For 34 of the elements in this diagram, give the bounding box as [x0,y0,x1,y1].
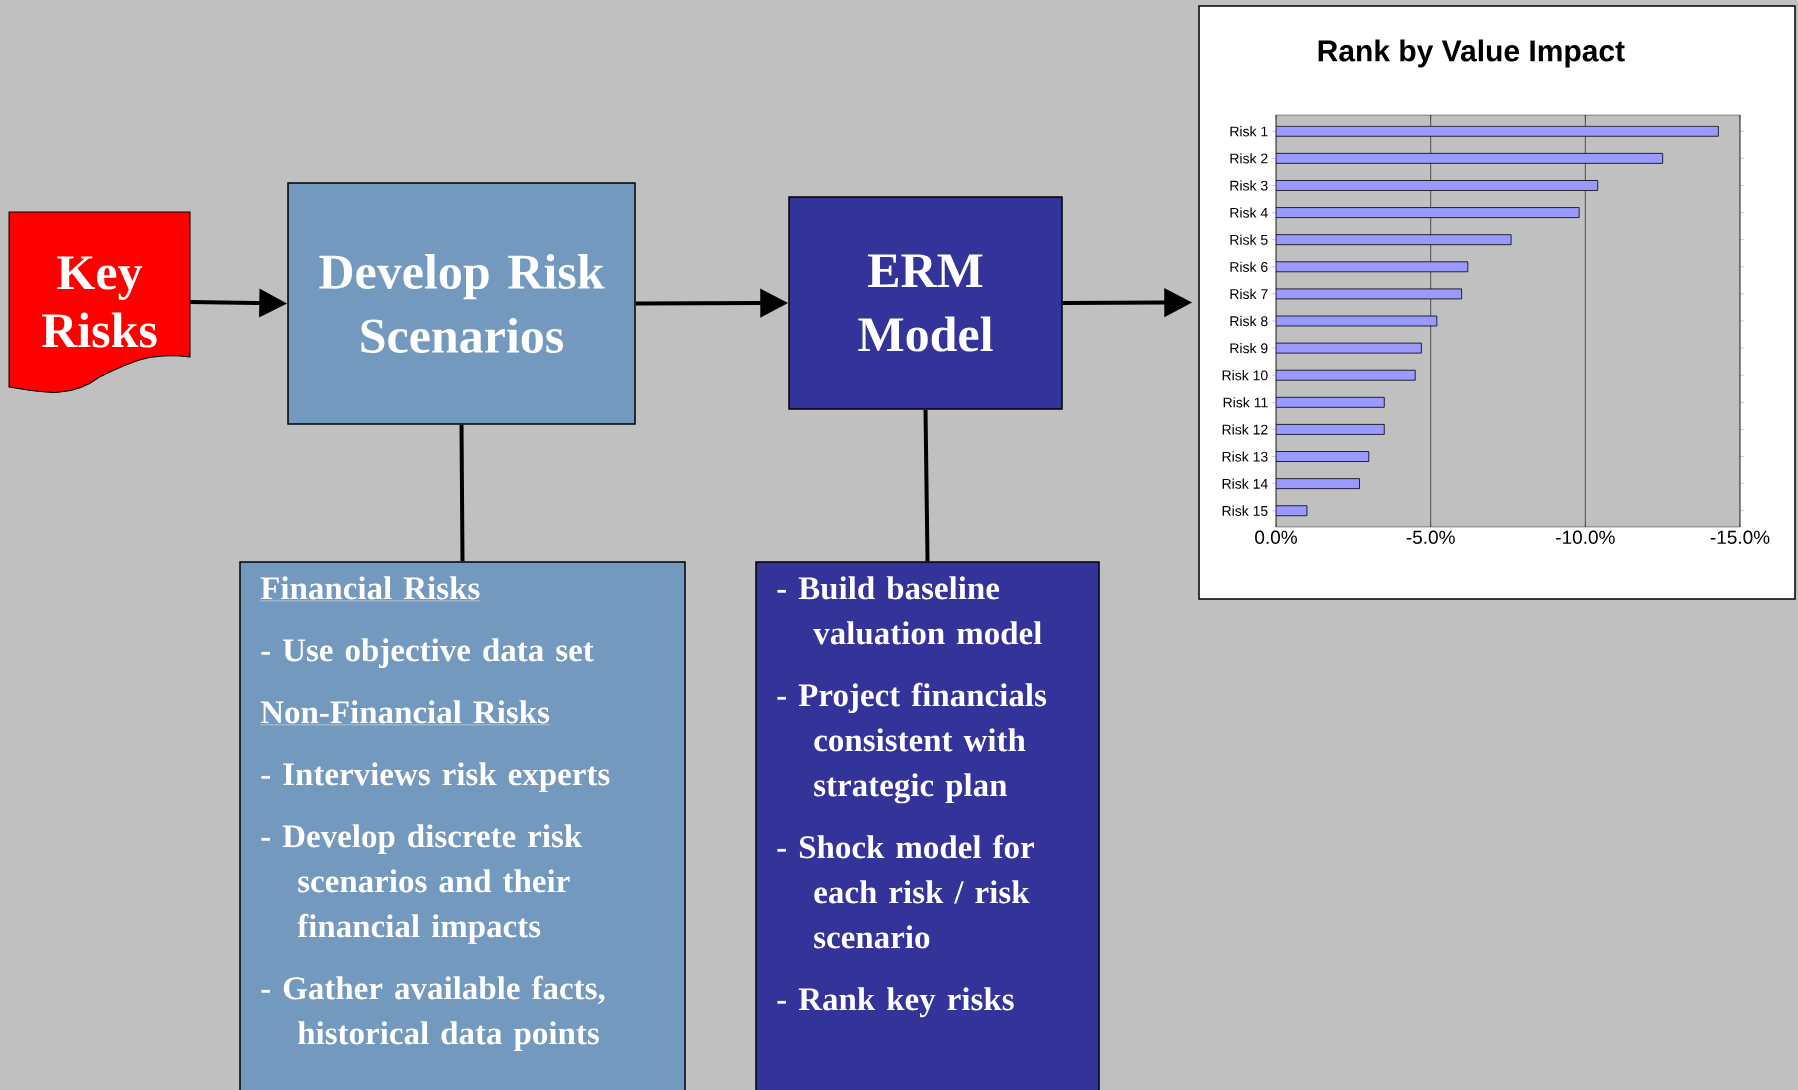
process-box: Develop Risk Scenarios [287,182,636,425]
bullet-text: - Project financials consistent with strategic plan [777,682,1047,804]
y-tick-label: Risk 1 [1230,126,1268,137]
y-tick-label: Risk 15 [1222,505,1268,516]
y-tick-label: Risk 5 [1230,234,1268,245]
process-box: ERM Model [788,196,1063,410]
y-tick-label: Risk 3 [1230,180,1268,191]
bullet-text: - Develop discrete risk scenarios and their financial impacts [261,824,583,945]
y-tick-label: Risk 6 [1230,261,1268,272]
y-tick-label: Risk 13 [1222,451,1268,462]
bullet-text: - Shock model for each risk / risk scenario [777,834,1034,949]
y-tick-label: Risk 2 [1230,153,1268,164]
y-tick-label: Risk 11 [1223,397,1268,408]
y-tick-label: Risk 8 [1230,315,1268,327]
chart-title: Rank by Value Impact [1318,39,1625,68]
bullet-text: - Build baseline valuation model [777,576,1042,645]
x-tick-label: -15.0% [1710,530,1770,544]
y-tick-label: Risk 7 [1230,288,1268,300]
heading: Financial Risks [260,576,481,601]
y-tick-label: Risk 10 [1222,370,1268,381]
bullet-text: - Rank key risks [777,987,1014,1018]
y-tick-label: Risk 14 [1222,478,1268,489]
y-tick-label: Risk 4 [1230,207,1268,218]
connector-line [459,424,465,562]
heading: Non-Financial Risks [260,700,551,725]
bullet-text: - Use objective data set [261,638,594,669]
y-tick-label: Risk 9 [1230,342,1268,354]
x-tick-label: -10.0% [1556,530,1615,544]
x-tick-label: -5.0% [1406,530,1455,544]
bullet-text: - Gather available facts, historical data points [261,975,605,1052]
bullet-text: - Interviews risk experts [261,762,610,793]
x-tick-label: 0.0% [1255,530,1297,544]
y-tick-label: Risk 12 [1222,424,1268,435]
connector-line [923,409,930,562]
